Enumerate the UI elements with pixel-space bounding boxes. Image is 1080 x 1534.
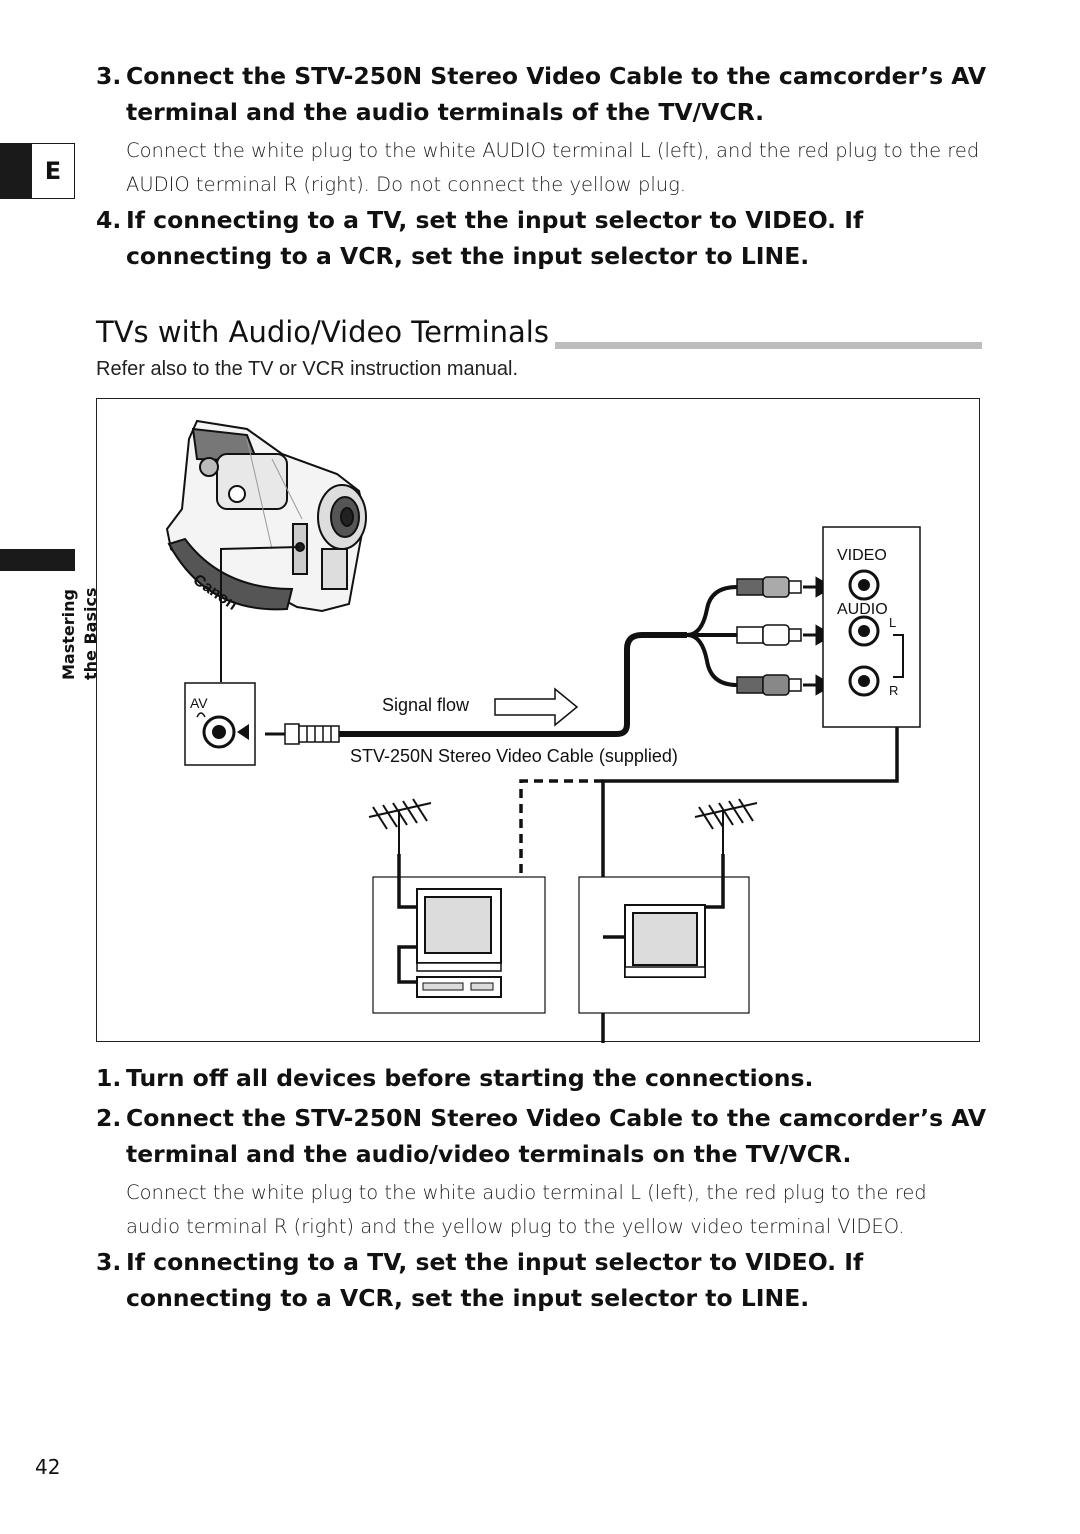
- refer-note: Refer also to the TV or VCR instruction …: [96, 358, 519, 380]
- tv-only-setup: [578, 854, 750, 1014]
- signal-flow-arrow: [494, 687, 579, 727]
- av-leader-line: [220, 546, 301, 682]
- step-number: 3.: [96, 62, 122, 90]
- step-bottom-2-body: Connect the white plug to the white audi…: [126, 1181, 927, 1238]
- cable-branch-video: [686, 585, 738, 637]
- antenna-left: [368, 798, 432, 854]
- step-top-4: 4. If connecting to a TV, set the input …: [96, 202, 996, 274]
- step-text: Connect the STV-250N Stereo Video Cable …: [126, 1104, 987, 1168]
- antenna-right: [694, 798, 758, 854]
- camcorder-illustration: [165, 419, 367, 613]
- step-number: 1.: [96, 1064, 122, 1092]
- step-bottom-2: 2. Connect the STV-250N Stereo Video Cab…: [96, 1100, 996, 1172]
- cable-caption: STV-250N Stereo Video Cable (supplied): [350, 746, 678, 766]
- page-number: 42: [35, 1455, 61, 1479]
- tv-with-vcr-setup: [372, 854, 546, 1014]
- step-number: 2.: [96, 1104, 122, 1132]
- signal-flow-label: Signal flow: [382, 695, 470, 715]
- section-tab-marker: [0, 549, 75, 571]
- audio-left-label: L: [889, 615, 896, 630]
- language-tab-marker: [0, 143, 33, 199]
- audio-terminal-label: AUDIO: [837, 601, 888, 618]
- section-label-line1: Mastering: [59, 589, 78, 680]
- step-number: 3.: [96, 1248, 122, 1276]
- cable-main: [339, 632, 687, 737]
- av-terminal-box: [184, 682, 256, 766]
- step-top-3: 3. Connect the STV-250N Stereo Video Cab…: [96, 58, 996, 130]
- step-text: Connect the STV-250N Stereo Video Cable …: [126, 62, 987, 126]
- language-tab: E: [31, 143, 75, 199]
- step-top-3-body: Connect the white plug to the white AUDI…: [126, 139, 980, 196]
- cable-branch-audio-r: [686, 633, 738, 687]
- av-plug: [265, 723, 340, 745]
- av-label: AV: [190, 695, 208, 711]
- rca-plug-video: [736, 576, 802, 598]
- av-plug-arrow: [237, 724, 249, 740]
- step-text: If connecting to a TV, set the input sel…: [126, 1248, 864, 1312]
- panel-to-vcr-dashed-line: [519, 779, 603, 987]
- step-text: If connecting to a TV, set the input sel…: [126, 206, 864, 270]
- step-bottom-3: 3. If connecting to a TV, set the input …: [96, 1244, 996, 1316]
- rca-plug-audio-r: [736, 674, 802, 696]
- tv-terminal-panel: [822, 526, 921, 728]
- video-terminal-label: VIDEO: [837, 547, 887, 564]
- step-text: Turn off all devices before starting the…: [126, 1064, 814, 1092]
- section-title: TVs with Audio/Video Terminals: [96, 315, 555, 349]
- connection-diagram: Canon AV: [96, 398, 980, 1237]
- connection-diagram-svg: Canon AV: [165, 419, 921, 1237]
- step-bottom-1: 1. Turn off all devices before starting …: [96, 1060, 996, 1096]
- step-number: 4.: [96, 206, 122, 234]
- rca-plug-audio-l: [736, 624, 802, 646]
- audio-right-label: R: [889, 683, 898, 698]
